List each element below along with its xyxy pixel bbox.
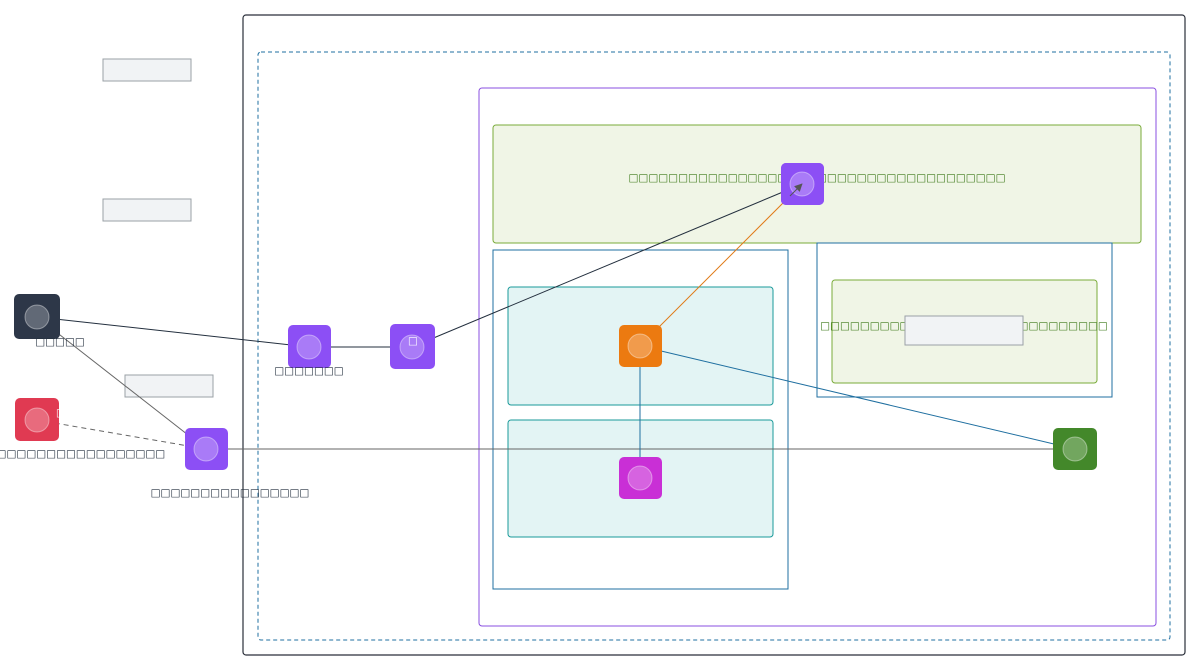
gateway-node[interactable] <box>288 325 331 368</box>
edge-user-to-side-service <box>36 316 207 450</box>
placeholder-box-left-mid <box>102 198 192 222</box>
router-glyph: □ <box>408 335 418 347</box>
router-icon <box>399 334 425 360</box>
edge-router-to-top-service <box>411 183 803 348</box>
external-user-node[interactable] <box>14 294 60 339</box>
dashed-boundary <box>257 51 1171 641</box>
side-service-node[interactable] <box>185 428 228 470</box>
placeholder-box-left-low <box>124 374 214 398</box>
compute-icon <box>627 333 653 359</box>
placeholder-box-right-group <box>904 315 1024 346</box>
external-service-node[interactable]: □ <box>15 398 66 441</box>
external-service-icon <box>24 407 50 433</box>
compute-node[interactable] <box>619 325 662 367</box>
storage-node[interactable] <box>1053 428 1097 470</box>
placeholder-box-left-top <box>102 58 192 82</box>
storage-icon <box>1062 436 1088 462</box>
edge-external-to-side-service <box>36 419 207 452</box>
purple-boundary <box>478 87 1157 627</box>
red-node-glyph: □ <box>56 407 66 419</box>
router-node[interactable]: □ <box>390 324 435 369</box>
top-service-node-overlay <box>781 163 824 205</box>
edge-user-to-gateway <box>36 316 310 351</box>
gateway-icon <box>296 334 322 360</box>
service-icon <box>193 436 219 462</box>
database-icon <box>627 465 653 491</box>
blue-zone-left <box>492 249 789 590</box>
user-icon <box>24 304 50 330</box>
gateway-label: □□□□□□□ <box>274 365 343 377</box>
database-node[interactable] <box>619 457 662 499</box>
external-user-label: □□□□□ <box>35 336 85 348</box>
edge-compute-to-top-service <box>639 183 803 347</box>
edge-storage-to-compute <box>639 343 1076 450</box>
blue-zone-right <box>816 242 1113 398</box>
side-service-label: □□□□□□□□□□□□□□□□ <box>151 487 310 499</box>
external-service-label: □□□□□□□□□□□□□□□□□□□□ <box>0 448 165 460</box>
